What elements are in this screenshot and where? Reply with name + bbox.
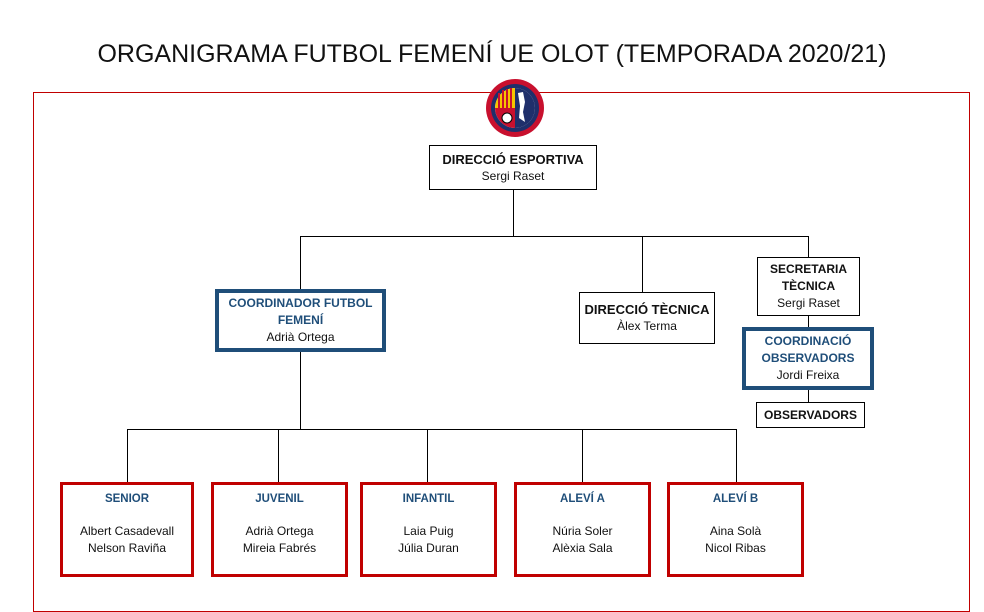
- box-name: Sergi Raset: [481, 168, 545, 183]
- box-title: DIRECCIÓ TÈCNICA: [584, 302, 710, 317]
- team-staff: Nicol Ribas: [705, 541, 766, 555]
- box-name: Àlex Terma: [617, 319, 677, 333]
- team-staff: Aina Solà: [709, 524, 762, 538]
- direccio-tecnica-box: DIRECCIÓ TÈCNICA Àlex Terma: [579, 292, 715, 344]
- team-staff: Laia Puig: [403, 524, 454, 538]
- box-title: COORDINACIÓ: [764, 334, 852, 348]
- team-title: ALEVÍ B: [712, 493, 759, 505]
- team-staff: Núria Soler: [552, 524, 613, 538]
- team-box-aleví-b: ALEVÍ B Aina Solà Nicol Ribas: [667, 482, 804, 577]
- direccio-esportiva-box: DIRECCIÓ ESPORTIVA Sergi Raset: [429, 145, 597, 190]
- box-title: FEMENÍ: [277, 313, 324, 327]
- team-staff: Mireia Fabrés: [242, 541, 317, 555]
- box-name: Adrià Ortega: [266, 330, 335, 344]
- team-title: ALEVÍ A: [560, 493, 605, 505]
- secretaria-tecnica-box: SECRETARIA TÈCNICA Sergi Raset: [757, 257, 860, 316]
- team-title: JUVENIL: [255, 493, 304, 505]
- team-staff: Júlia Duran: [398, 541, 459, 555]
- box-title: OBSERVADORS: [761, 351, 855, 365]
- coordinacio-observadors-box: COORDINACIÓ OBSERVADORS Jordi Freixa: [742, 327, 874, 390]
- club-logo: [486, 79, 544, 137]
- box-title: DIRECCIÓ ESPORTIVA: [442, 151, 584, 167]
- team-title: SENIOR: [104, 493, 150, 505]
- box-name: Jordi Freixa: [776, 368, 840, 382]
- team-box-senior: SENIOR Albert Casadevall Nelson Raviña: [60, 482, 194, 577]
- box-title: TÈCNICA: [781, 279, 836, 293]
- team-box-aleví-a: ALEVÍ A Núria Soler Alèxia Sala: [514, 482, 651, 577]
- box-title: SECRETARIA: [769, 262, 848, 276]
- team-staff: Albert Casadevall: [79, 524, 175, 538]
- box-name: Sergi Raset: [777, 296, 840, 310]
- page-title: ORGANIGRAMA FUTBOL FEMENÍ UE OLOT (TEMPO…: [97, 40, 887, 68]
- team-title: INFANTIL: [402, 493, 455, 505]
- team-box-juvenil: JUVENIL Adrià Ortega Mireia Fabrés: [211, 482, 348, 577]
- team-box-infantil: INFANTIL Laia Puig Júlia Duran: [360, 482, 497, 577]
- team-staff: Nelson Raviña: [87, 541, 167, 555]
- box-title: OBSERVADORS: [764, 407, 857, 422]
- team-staff: Adrià Ortega: [245, 524, 314, 538]
- box-title: COORDINADOR FUTBOL: [228, 296, 373, 310]
- coordinador-futbol-femeni-box: COORDINADOR FUTBOL FEMENÍ Adrià Ortega: [215, 289, 386, 352]
- observadors-box: OBSERVADORS: [756, 402, 865, 428]
- team-staff: Alèxia Sala: [552, 541, 613, 555]
